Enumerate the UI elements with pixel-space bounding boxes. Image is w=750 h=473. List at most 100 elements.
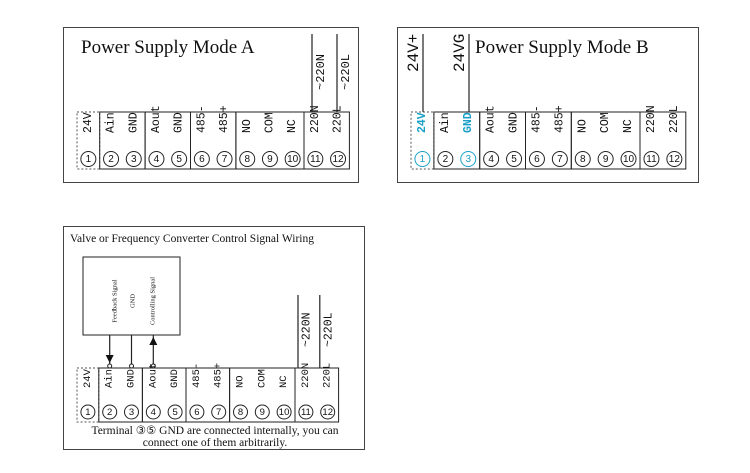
terminal-label-8: NO [241, 119, 254, 133]
terminal-label-8: NO [576, 119, 589, 133]
terminal-number-1: 1 [420, 154, 426, 165]
terminal-label-6: 485- [191, 363, 203, 388]
terminal-number-8: 8 [244, 154, 250, 165]
terminal-number-circle-4 [145, 404, 161, 420]
terminal-label-12: 220L [668, 105, 681, 133]
gnd-note-line2: connect one of them arbitrarily. [142, 437, 288, 449]
terminal-number-circle-2 [103, 151, 120, 167]
terminal-label-11: 220N [309, 105, 322, 133]
terminal-label-6: 485- [530, 105, 543, 133]
terminal-label-9: COM [256, 369, 268, 388]
terminal-number-circle-9 [254, 404, 270, 420]
terminal-number-circle-2 [437, 151, 454, 167]
terminal-number-circle-1 [414, 151, 431, 167]
device-label-2: GND [130, 294, 137, 308]
terminal-number-2: 2 [107, 407, 112, 418]
terminal-number-9: 9 [260, 407, 265, 418]
gnd-note-line1: Terminal ③⑤ GND are connected internally… [91, 425, 339, 437]
terminal-label-3: GND [126, 369, 138, 388]
terminal-label-7: 485+ [213, 363, 225, 388]
terminal-number-1: 1 [86, 154, 92, 165]
terminal-number-circle-5 [167, 404, 183, 420]
control-signal-wiring-panel: Valve or Frequency Converter Control Sig… [63, 226, 365, 450]
mode-a-title: Power Supply Mode A [81, 37, 255, 58]
terminal-number-circle-12 [330, 151, 347, 167]
terminal-number-circle-6 [193, 151, 210, 167]
terminal-number-11: 11 [646, 154, 657, 165]
terminal-number-3: 3 [465, 154, 471, 165]
terminal-number-circle-11 [307, 151, 324, 167]
terminal-label-3: GND [462, 112, 475, 133]
terminal-label-9: COM [263, 112, 276, 133]
terminal-label-2: Ain [439, 112, 452, 133]
wire-label-220n: ~220N [301, 312, 314, 347]
device-label-1: Feedback Signal [112, 279, 119, 322]
terminal-number-2: 2 [443, 154, 449, 165]
terminal-number-12: 12 [669, 154, 681, 165]
terminal-number-circle-3 [124, 404, 139, 420]
terminal-label-4: Aout [485, 105, 498, 133]
terminal-label-6: 485- [195, 105, 208, 133]
wire-end-dot-1 [107, 363, 113, 369]
terminal-label-1: 24V [416, 112, 429, 133]
terminal-number-4: 4 [488, 154, 494, 165]
feedback-arrow-icon [105, 355, 114, 363]
terminal-number-circle-8 [239, 151, 256, 167]
device-label-3: Controlling Signal [150, 277, 157, 325]
terminal-number-circle-11 [298, 404, 314, 420]
terminal-number-circle-2 [102, 404, 118, 420]
terminal-label-2: Ain [105, 112, 118, 133]
terminal-number-3: 3 [131, 154, 137, 165]
terminal-label-5: GND [173, 112, 186, 133]
terminal-number-circle-10 [620, 151, 637, 167]
terminal-label-5: GND [169, 369, 181, 388]
terminal-group-5 [303, 111, 350, 170]
terminal-number-11: 11 [301, 407, 311, 418]
terminal-number-circle-8 [233, 404, 248, 420]
mode-a-terminal-strip: 24V1Ain2GND3Aout4GND5485-6485+7NO8COM9NC… [76, 34, 353, 170]
terminal-number-5: 5 [172, 407, 177, 418]
terminal-number-circle-12 [666, 151, 683, 167]
terminal-label-11: 220N [300, 363, 312, 388]
wire-end-dot-2 [129, 363, 134, 369]
terminal-number-circle-5 [506, 151, 523, 167]
terminal-number-7: 7 [557, 154, 563, 165]
terminal-label-11: 220N [645, 105, 658, 133]
terminal-number-circle-8 [574, 151, 591, 167]
terminal-number-1: 1 [85, 407, 90, 418]
terminal-label-7: 485+ [218, 105, 231, 133]
terminal-label-10: NC [286, 119, 299, 133]
terminal-number-8: 8 [238, 407, 243, 418]
terminal-number-3: 3 [129, 407, 134, 418]
terminal-label-3: GND [127, 112, 140, 133]
terminal-label-10: NC [278, 375, 290, 388]
terminal-number-5: 5 [511, 154, 517, 165]
terminal-number-circle-11 [643, 151, 660, 167]
terminal-label-1: 24V [82, 112, 95, 133]
terminal-number-circle-9 [597, 151, 614, 167]
terminal-number-circle-1 [80, 151, 97, 167]
terminal-number-circle-1 [80, 404, 96, 420]
terminal-number-circle-6 [528, 151, 545, 167]
terminal-label-9: COM [599, 112, 612, 133]
terminal-number-10: 10 [623, 154, 635, 165]
mode-b-title: Power Supply Mode B [475, 37, 649, 58]
terminal-number-4: 4 [154, 154, 160, 165]
terminal-number-circle-10 [276, 404, 292, 420]
wire-label-220l: ~220L [339, 54, 353, 90]
terminal-number-9: 9 [267, 154, 273, 165]
terminal-label-1: 24V [82, 368, 94, 388]
terminal-number-5: 5 [176, 154, 182, 165]
terminal-group-5 [639, 111, 687, 170]
terminal-label-10: NC [622, 119, 635, 133]
terminal-number-7: 7 [222, 154, 228, 165]
terminal-number-circle-4 [148, 151, 165, 167]
terminal-number-circle-6 [189, 404, 205, 420]
terminal-number-circle-7 [211, 404, 227, 420]
terminal-label-8: NO [235, 375, 247, 388]
terminal-number-8: 8 [580, 154, 586, 165]
terminal-label-5: GND [508, 112, 521, 133]
terminal-number-circle-12 [320, 404, 336, 420]
terminal-number-9: 9 [603, 154, 609, 165]
